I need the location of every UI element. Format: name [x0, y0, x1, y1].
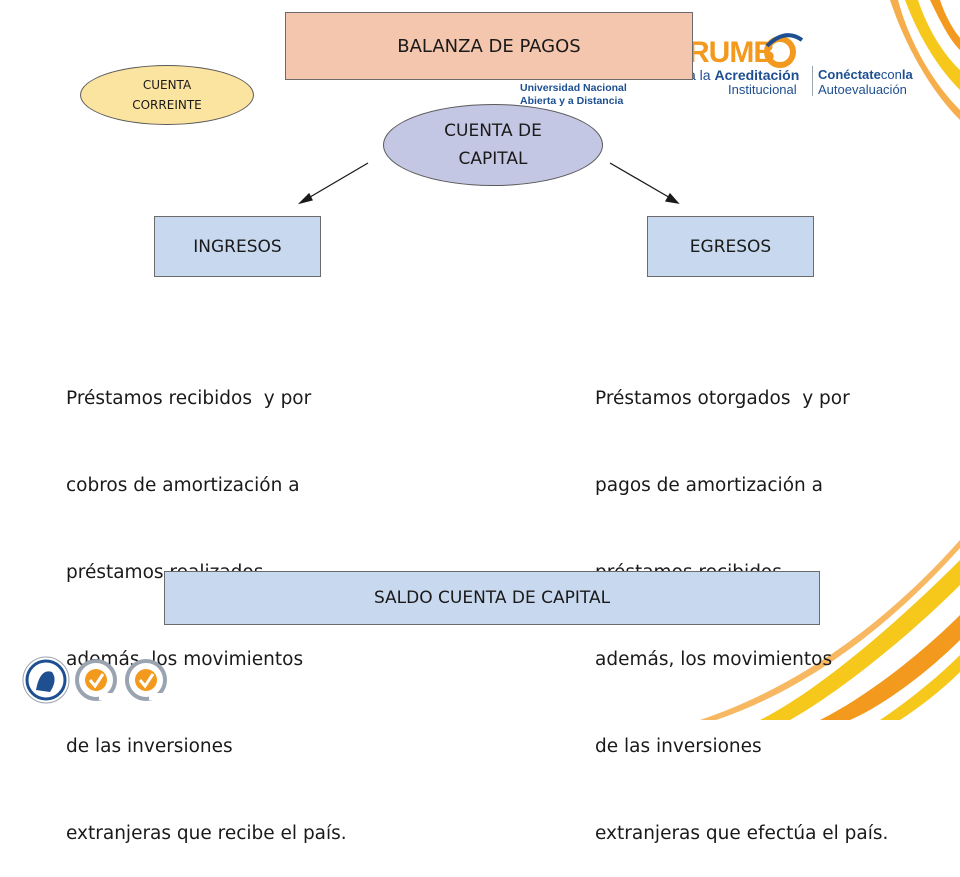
arrow-right — [609, 162, 680, 204]
ingresos-label: INGRESOS — [193, 236, 282, 257]
egresos-desc-line: de las inversiones — [595, 736, 762, 757]
university-name-line2: Abierta y a Distancia — [520, 95, 624, 107]
acreditacion-word: Acreditación — [714, 67, 800, 83]
cuenta-de-capital-line1: CUENTA DE — [444, 121, 542, 141]
ingresos-desc-line: Préstamos recibidos y por — [66, 388, 312, 409]
egresos-desc-line: Préstamos otorgados y por — [595, 388, 850, 409]
cuenta-corriente-ellipse: CUENTA CORREINTE — [80, 65, 254, 125]
egresos-label: EGRESOS — [689, 236, 772, 257]
saldo-cuenta-de-capital-label: SALDO CUENTA DE CAPITAL — [373, 588, 611, 608]
institucional-text: Institucional — [728, 82, 797, 97]
conectate-word: Conéctate — [818, 67, 881, 82]
cuenta-corriente-line2: CORREINTE — [132, 98, 202, 112]
logo-divider — [812, 66, 813, 96]
ingresos-desc-line: extranjeras que recibe el país. — [66, 823, 347, 844]
egresos-desc-line: además, los movimientos — [595, 649, 833, 670]
acreditacion-prefix: a la — [688, 67, 715, 83]
egresos-desc-line: pagos de amortización a — [595, 475, 823, 496]
balanza-de-pagos-label: BALANZA DE PAGOS — [397, 35, 581, 57]
la-word: la — [901, 67, 913, 82]
autoevaluacion-text: Autoevaluación — [818, 82, 907, 97]
egresos-box: EGRESOS — [647, 216, 814, 277]
ingresos-desc-line: de las inversiones — [66, 736, 233, 757]
con-word: con — [880, 67, 902, 82]
university-name-line1: Universidad Nacional — [520, 82, 627, 94]
egresos-desc-line: extranjeras que efectúa el país. — [595, 823, 889, 844]
saldo-cuenta-de-capital-box: SALDO CUENTA DE CAPITAL — [164, 571, 820, 625]
ingresos-desc-line: además, los movimientos — [66, 649, 304, 670]
cuenta-de-capital-ellipse: CUENTA DE CAPITAL — [383, 104, 603, 186]
rumbo-wordmark: RUMB — [688, 36, 775, 69]
top-right-stripes — [890, 0, 960, 120]
cuenta-de-capital-line2: CAPITAL — [458, 149, 528, 169]
cuenta-corriente-line1: CUENTA — [142, 78, 192, 92]
arrow-left — [297, 162, 369, 205]
acreditacion-text: a la Acreditación — [688, 67, 799, 83]
decorative-stripes — [297, 0, 960, 720]
balanza-de-pagos-box: BALANZA DE PAGOS — [285, 12, 693, 80]
ingresos-box: INGRESOS — [154, 216, 321, 277]
conectate-text: Conéctateconla — [818, 67, 913, 82]
ingresos-desc-line: cobros de amortización a — [66, 475, 300, 496]
